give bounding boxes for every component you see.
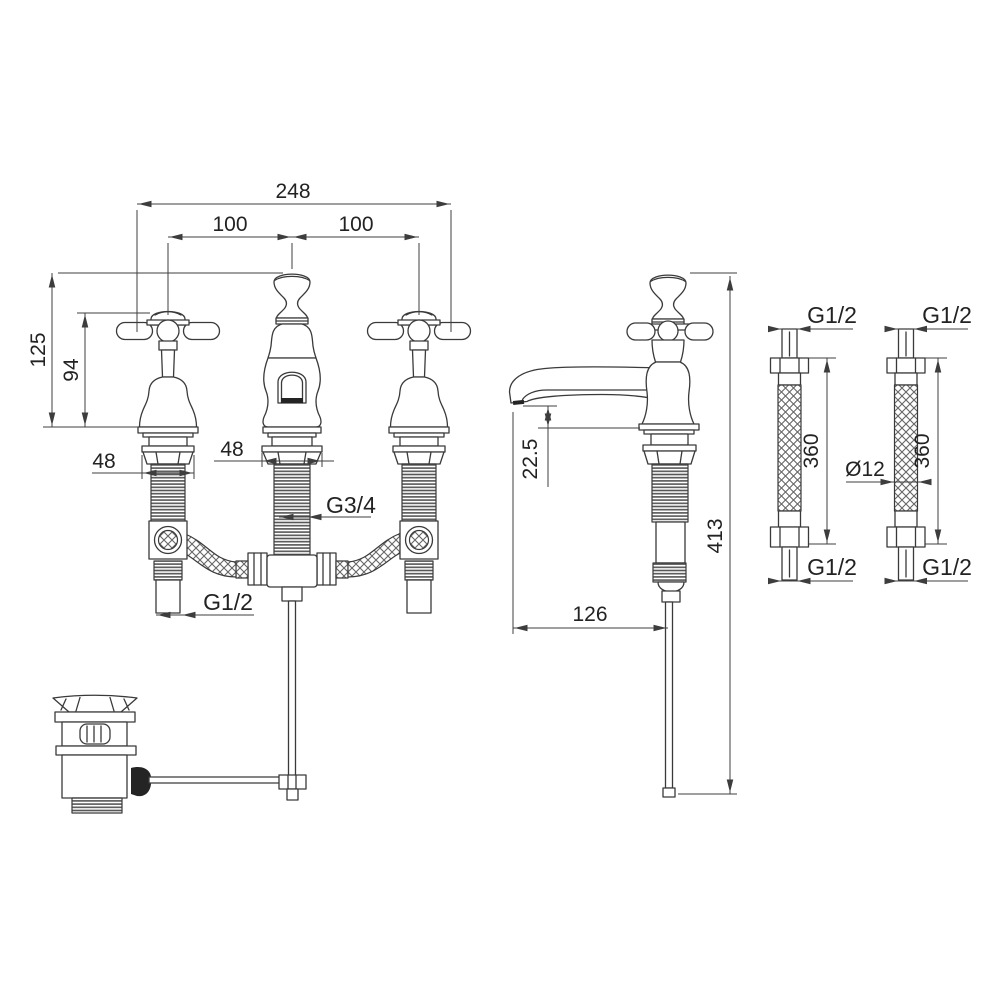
- valve-body-side: [641, 361, 695, 425]
- popup-rod-vertical: [287, 600, 297, 778]
- spout-profile: [508, 366, 661, 404]
- dim-overall-width: 248: [275, 180, 310, 203]
- spout-front: [235, 273, 349, 778]
- dim-handle-height: 94: [60, 358, 83, 382]
- popup-rod-side: [664, 601, 674, 789]
- dim-hoseR-length: 360: [911, 433, 934, 468]
- dim-hose-diameter: Ø12: [845, 458, 885, 481]
- hose-front-right: [347, 532, 408, 578]
- dim-valve-base: 48: [92, 450, 115, 473]
- aerator: [281, 398, 303, 403]
- threaded-shank-side: [651, 463, 689, 523]
- spout-tip-aerator: [512, 399, 525, 406]
- front-view: [52, 273, 472, 814]
- label-hoseR-bottom-thread: G1/2: [922, 554, 972, 580]
- label-spout-thread: G3/4: [326, 492, 376, 518]
- spout-outlet-arch: [277, 371, 307, 404]
- tee-body: [266, 554, 318, 588]
- dim-spout-height: 125: [27, 332, 50, 367]
- dim-spacing-left: 100: [212, 213, 247, 236]
- label-hoseL-bottom-thread: G1/2: [807, 554, 857, 580]
- side-view: [508, 274, 714, 798]
- handle-arm-side-right: [684, 322, 714, 341]
- dim-spout-drop: 22.5: [519, 439, 542, 480]
- dim-spout-base: 48: [220, 438, 243, 461]
- label-hoseR-top-thread: G1/2: [922, 302, 972, 328]
- spout-upper-bell: [267, 323, 317, 359]
- right-valve-front: [366, 310, 472, 614]
- label-hoseL-top-thread: G1/2: [807, 302, 857, 328]
- left-valve-front: [115, 310, 221, 614]
- label-tail-thread: G1/2: [203, 589, 253, 615]
- handle-arm-side-left: [626, 322, 656, 341]
- popup-rod-horizontal: [148, 776, 282, 784]
- waste-lever-pivot: [131, 767, 152, 797]
- waste-grip: [79, 723, 111, 745]
- bonnet-side: [651, 339, 685, 363]
- dim-hoseL-length: 360: [800, 433, 823, 468]
- dim-spacing-right: 100: [338, 213, 373, 236]
- waste-thread: [71, 797, 123, 814]
- dimensions: 248 100 100 125 94 48 48 G3/4: [27, 180, 972, 795]
- pop-up-waste: [52, 694, 307, 814]
- hose-front-left: [176, 532, 237, 578]
- dim-spout-reach: 126: [572, 603, 607, 626]
- dim-overall-height: 413: [704, 518, 727, 553]
- spout-threaded-shank: [273, 463, 311, 556]
- rod-clamp: [278, 774, 307, 790]
- waste-funnel: [52, 694, 138, 713]
